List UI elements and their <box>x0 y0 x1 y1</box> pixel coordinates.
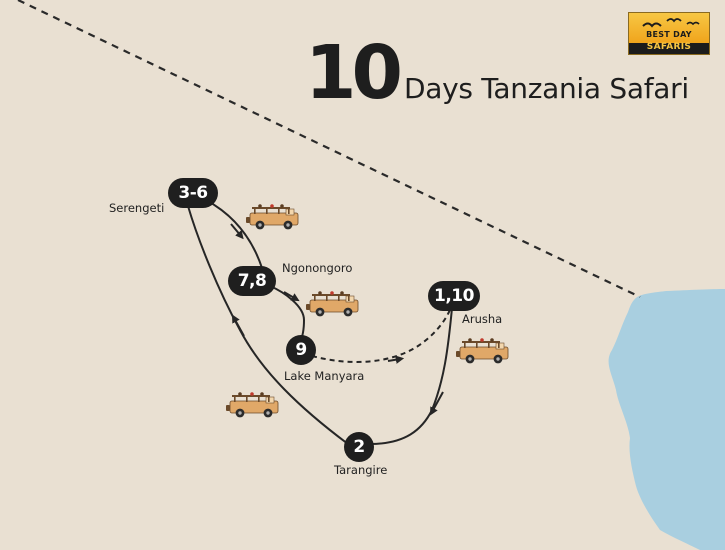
place-label-manyara: Lake Manyara <box>284 369 365 383</box>
route-arrow-2 <box>231 314 245 337</box>
route-serengeti-ngorongoro <box>205 199 263 269</box>
safari-vehicle-icon <box>245 203 299 230</box>
place-label-arusha: Arusha <box>462 312 503 326</box>
stop-badge-tarangire: 2 <box>344 432 374 462</box>
safari-vehicle-icon <box>225 391 279 418</box>
route-arrow-1 <box>429 391 444 416</box>
logo-band <box>629 13 709 43</box>
stop-badge-ngorongoro: 7,8 <box>228 266 276 296</box>
place-label-serengeti: Serengeti <box>109 201 165 215</box>
page-title: 10 Days Tanzania Safari <box>305 36 689 110</box>
route-arusha-tarangire <box>369 307 453 445</box>
route-manyara-arusha <box>311 303 453 363</box>
place-label-tarangire: Tarangire <box>334 463 388 477</box>
stop-badge-manyara: 9 <box>286 335 316 365</box>
route-arrow-5 <box>387 355 405 364</box>
route-arrow-3 <box>230 223 244 240</box>
logo-text-top: BEST DAY <box>646 30 692 39</box>
water-body <box>608 289 725 550</box>
safari-vehicle-icon <box>455 337 509 364</box>
route-arrow-4 <box>283 291 300 302</box>
border-line <box>17 0 641 298</box>
bird-icon <box>642 18 700 28</box>
stop-badge-arusha: 1,10 <box>428 281 480 311</box>
safari-vehicle-icon <box>305 290 359 317</box>
logo-text-bottom: SAFARIS <box>646 42 692 52</box>
place-label-ngorongoro: Ngonongoro <box>282 261 353 275</box>
title-text: Days Tanzania Safari <box>403 72 689 105</box>
brand-logo: BEST DAY SAFARIS <box>628 12 710 55</box>
title-number: 10 <box>305 30 403 116</box>
stop-badge-serengeti: 3-6 <box>168 178 218 208</box>
